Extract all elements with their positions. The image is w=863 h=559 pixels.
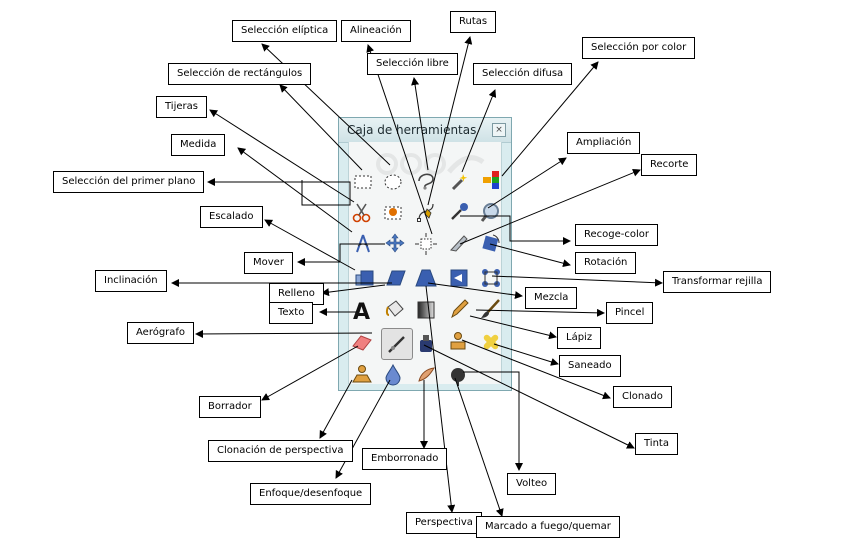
label-alineacion: Alineación bbox=[341, 20, 411, 42]
cage-transform-icon[interactable] bbox=[479, 266, 503, 290]
fuzzy-select-icon[interactable] bbox=[447, 170, 471, 194]
svg-text:A: A bbox=[353, 300, 370, 325]
label-lapiz: Lápiz bbox=[557, 327, 602, 349]
label-rotacion: Rotación bbox=[575, 252, 637, 274]
eraser-icon[interactable] bbox=[350, 330, 374, 354]
label-clonacion-perspectiva: Clonación de perspectiva bbox=[208, 440, 353, 462]
rotate-icon[interactable] bbox=[478, 231, 502, 255]
align-icon[interactable] bbox=[414, 232, 438, 256]
label-volteo: Volteo bbox=[507, 473, 557, 495]
close-icon[interactable]: × bbox=[492, 123, 506, 137]
label-pincel: Pincel bbox=[606, 302, 654, 324]
free-select-icon[interactable] bbox=[414, 168, 438, 192]
label-seleccion-rectangulos: Selección de rectángulos bbox=[168, 63, 312, 85]
label-recorte: Recorte bbox=[641, 154, 698, 176]
label-seleccion-por-color: Selección por color bbox=[582, 37, 696, 59]
label-recoge-color: Recoge-color bbox=[575, 224, 658, 246]
label-seleccion-difusa: Selección difusa bbox=[473, 63, 573, 85]
toolbox-titlebar[interactable]: Caja de herramientas × bbox=[339, 118, 511, 143]
arrow-marcado-fuego bbox=[454, 377, 504, 517]
ellipse-select-icon[interactable] bbox=[381, 170, 405, 194]
color-select-icon[interactable] bbox=[479, 168, 503, 192]
arrow-tijeras bbox=[209, 109, 355, 203]
label-medida: Medida bbox=[171, 134, 226, 156]
text-icon[interactable]: A bbox=[351, 298, 375, 325]
label-saneado: Saneado bbox=[559, 355, 621, 377]
label-ampliacion: Ampliación bbox=[567, 132, 641, 154]
label-clonado: Clonado bbox=[613, 386, 672, 408]
arrow-seleccion-primer-plano bbox=[207, 178, 351, 206]
label-transformar-rejilla: Transformar rejilla bbox=[663, 271, 772, 293]
label-mezcla: Mezcla bbox=[525, 287, 578, 309]
label-enfoque: Enfoque/desenfoque bbox=[250, 483, 372, 505]
paintbrush-icon[interactable] bbox=[478, 297, 502, 321]
measure-icon[interactable] bbox=[351, 231, 375, 255]
label-perspectiva: Perspectiva bbox=[406, 512, 482, 534]
flip-icon[interactable] bbox=[447, 266, 471, 290]
label-borrador: Borrador bbox=[199, 396, 261, 418]
label-marcado-fuego: Marcado a fuego/quemar bbox=[476, 516, 620, 538]
ink-icon[interactable] bbox=[414, 331, 438, 355]
scissors-icon[interactable] bbox=[350, 201, 374, 225]
label-aerografo: Aerógrafo bbox=[127, 322, 195, 344]
label-emborronado: Emborronado bbox=[362, 448, 448, 470]
label-seleccion-primer-plano: Selección del primer plano bbox=[53, 171, 205, 193]
pencil-icon[interactable] bbox=[447, 297, 471, 321]
blend-icon[interactable] bbox=[414, 298, 438, 322]
perspective-icon[interactable] bbox=[414, 266, 438, 290]
shear-icon[interactable] bbox=[384, 266, 408, 290]
label-texto: Texto bbox=[269, 302, 314, 324]
label-tijeras: Tijeras bbox=[156, 96, 207, 118]
perspective-clone-icon[interactable] bbox=[350, 362, 374, 386]
zoom-icon[interactable] bbox=[478, 200, 502, 224]
color-picker-icon[interactable] bbox=[447, 200, 471, 224]
label-seleccion-libre: Selección libre bbox=[367, 53, 458, 75]
rect-select-icon[interactable] bbox=[351, 170, 375, 194]
bucket-fill-icon[interactable] bbox=[383, 297, 407, 321]
foreground-select-icon[interactable] bbox=[381, 200, 405, 224]
label-rutas: Rutas bbox=[450, 11, 497, 33]
label-mover: Mover bbox=[244, 252, 293, 274]
label-escalado: Escalado bbox=[200, 206, 263, 228]
blur-sharpen-icon[interactable] bbox=[381, 362, 405, 386]
toolbox-title: Caja de herramientas bbox=[347, 123, 477, 137]
crop-icon[interactable] bbox=[447, 231, 471, 255]
clone-icon[interactable] bbox=[446, 329, 470, 353]
label-seleccion-eliptica: Selección elíptica bbox=[232, 20, 338, 42]
arrow-transformar-rejilla bbox=[491, 275, 663, 287]
paths-icon[interactable] bbox=[414, 200, 438, 224]
dodge-burn-icon[interactable] bbox=[446, 363, 470, 387]
label-inclinacion: Inclinación bbox=[95, 270, 167, 292]
label-tinta: Tinta bbox=[635, 433, 678, 455]
airbrush-icon[interactable] bbox=[381, 328, 413, 360]
move-icon[interactable] bbox=[383, 231, 407, 255]
smudge-icon[interactable] bbox=[414, 362, 438, 386]
scale-icon[interactable] bbox=[352, 266, 376, 290]
heal-icon[interactable] bbox=[479, 330, 503, 354]
